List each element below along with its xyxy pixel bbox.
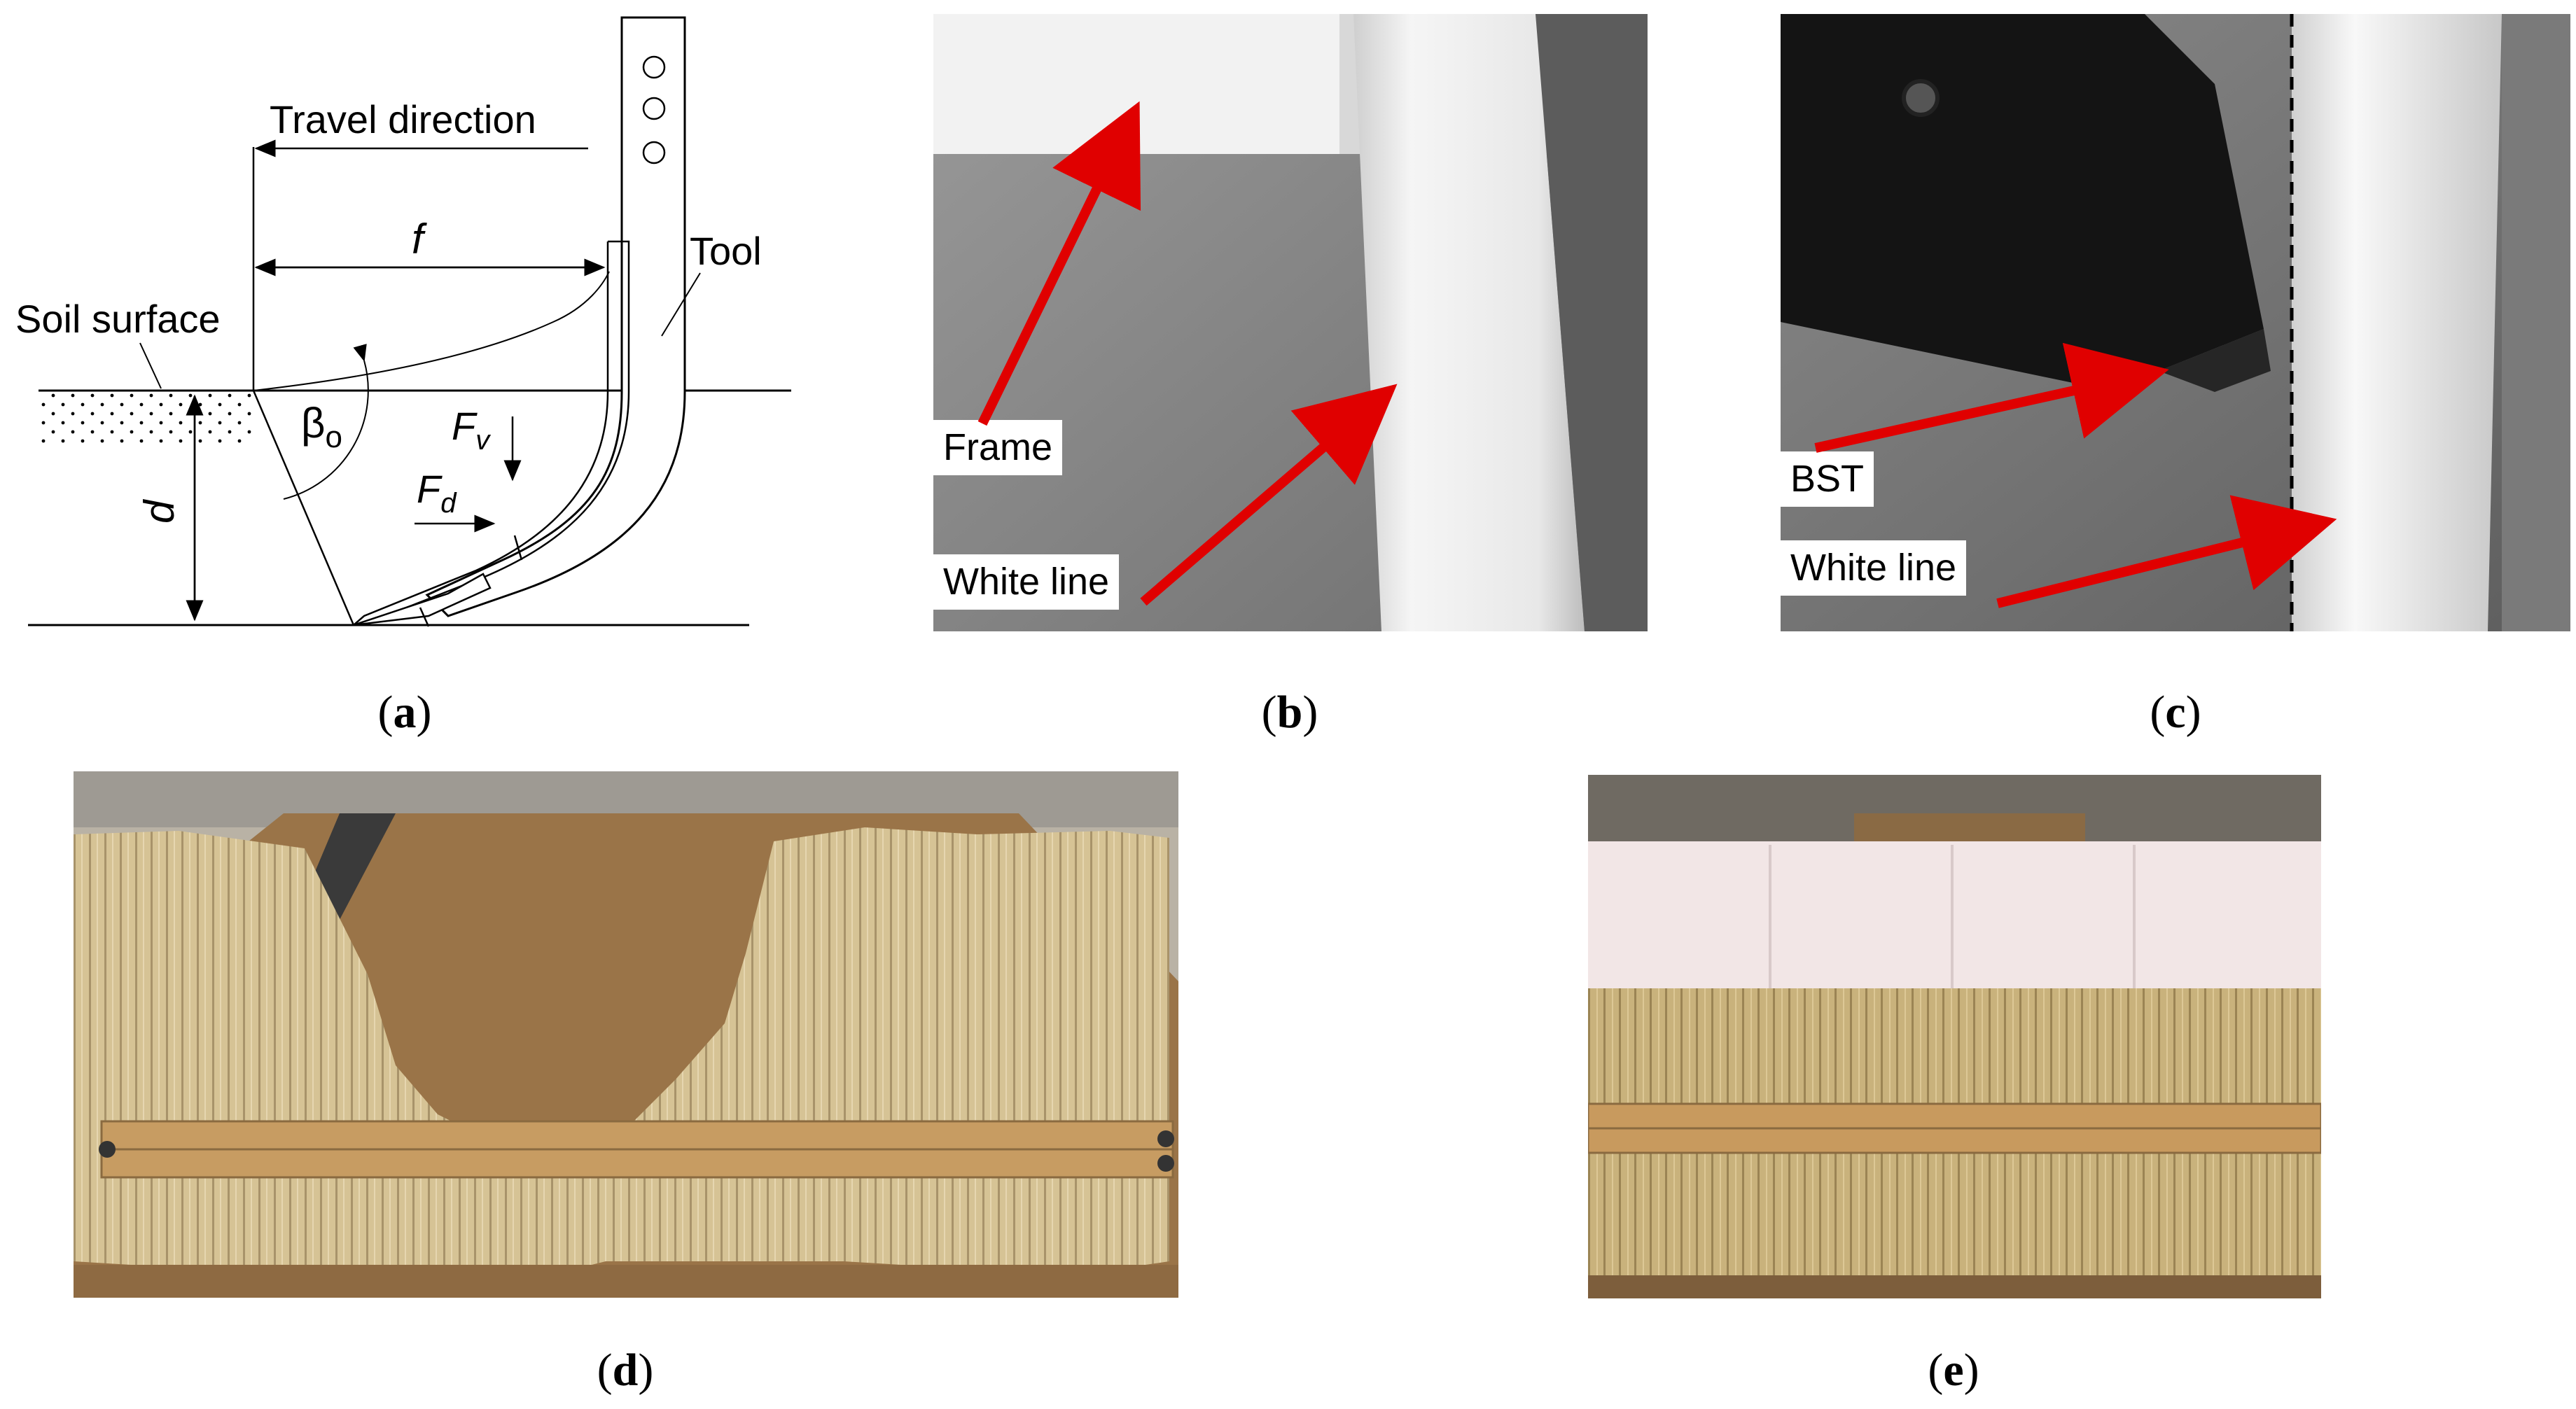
white-line-arrow-b	[1140, 384, 1398, 606]
white-line-strip-c	[2292, 14, 2502, 631]
panel-b-arrows	[977, 101, 1398, 606]
beta-label: βo	[301, 400, 342, 454]
failure-plane-line	[252, 390, 355, 626]
blade-joint-2	[419, 607, 430, 627]
travel-direction-label: Travel direction	[270, 97, 536, 141]
white-line-label-b: White line	[933, 554, 1120, 610]
soil-surface-leader	[139, 342, 162, 389]
caption-b: (b)	[1261, 687, 1318, 738]
blade-joint-1	[513, 535, 523, 561]
mount-hole-1	[642, 55, 666, 79]
soil-surface-label: Soil surface	[15, 297, 221, 341]
mount-hole-2	[642, 97, 666, 120]
soil-heave-curve	[253, 271, 610, 391]
panel-c-photo: BST White line	[1781, 14, 2570, 631]
caption-e: (e)	[1928, 1345, 1979, 1396]
bst-bolt	[1902, 79, 1940, 117]
mount-hole-3	[642, 141, 666, 164]
soil-hatch	[39, 391, 256, 447]
panel-b-photo: Frame White line	[933, 14, 1648, 631]
fv-label: Fv	[452, 404, 491, 456]
frame-arrow	[977, 101, 1141, 426]
panel-b-image	[933, 14, 1648, 631]
tool-inner-line	[353, 240, 630, 626]
panel-e-photo	[1588, 775, 2321, 1298]
bst-tool-body	[1781, 14, 2264, 392]
white-line-arrow-c	[1996, 495, 2337, 608]
white-line-strip	[1353, 14, 1585, 631]
caption-c: (c)	[2150, 687, 2201, 738]
panel-d-image	[74, 771, 1178, 1298]
panel-a-schematic: Travel direction f Tool Soil surface βo …	[0, 0, 826, 644]
tool-blade	[353, 573, 492, 626]
beta-angle-arc	[283, 344, 369, 500]
panel-e-image	[1588, 775, 2321, 1298]
panel-c-arrows	[1814, 342, 2337, 608]
frame-label: Frame	[933, 420, 1063, 476]
f-label: f	[412, 216, 427, 262]
d-label: d	[136, 499, 183, 524]
caption-d: (d)	[597, 1345, 654, 1396]
bst-arrow	[1814, 342, 2169, 453]
tool-front-curve	[353, 391, 609, 626]
cloth-cover	[1588, 841, 2321, 992]
tool-label: Tool	[690, 229, 762, 273]
tool-schematic-svg: Travel direction f Tool Soil surface βo …	[15, 16, 791, 627]
tool-leader-line	[661, 272, 701, 337]
white-line-label-c: White line	[1781, 540, 1967, 596]
panel-c-image	[1781, 14, 2570, 631]
bst-label: BST	[1781, 451, 1874, 507]
caption-a: (a)	[377, 687, 432, 738]
panel-d-photo	[74, 771, 1178, 1298]
fd-label: Fd	[417, 467, 457, 519]
tool-shank	[425, 16, 686, 617]
